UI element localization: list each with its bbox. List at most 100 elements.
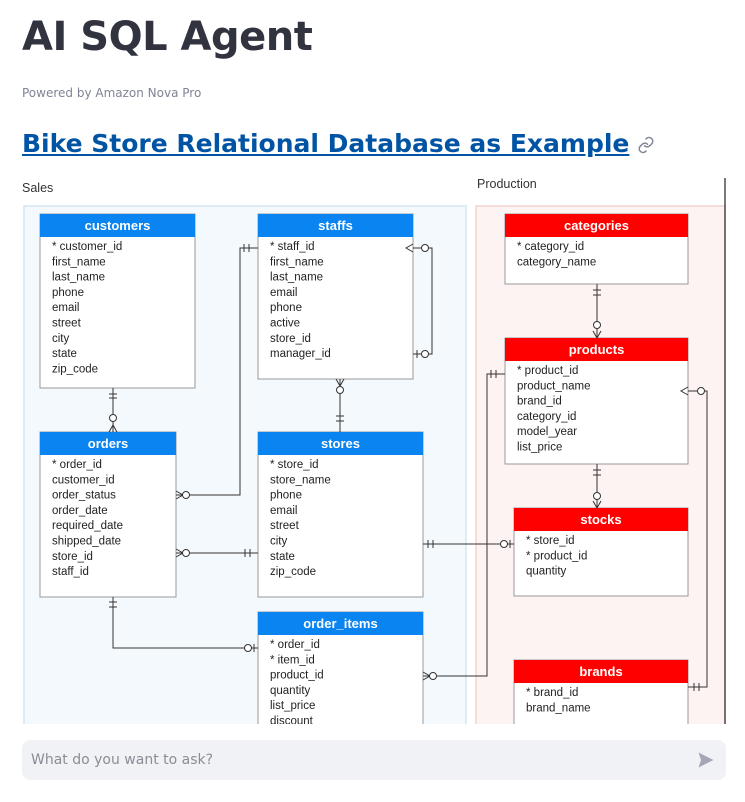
marker-circle [593,321,601,329]
column-staffs-5: active [270,318,300,330]
column-stores-7: zip_code [270,566,316,578]
table-orders [39,431,177,598]
group-production [475,205,726,724]
column-orders-1: customer_id [52,474,115,486]
column-customers-6: city [52,333,70,345]
table-header-stocks [514,508,688,531]
column-customers-2: last_name [52,272,105,284]
table-title-products: products [569,342,625,357]
column-stores-0: * store_id [270,459,319,471]
column-staffs-6: store_id [270,333,311,345]
marker-crow [679,386,689,396]
column-stores-4: street [270,520,300,532]
column-products-3: category_id [517,411,576,423]
column-products-4: model_year [517,426,577,438]
table-stores [257,431,424,598]
column-orders-4: required_date [52,520,123,532]
column-staffs-1: first_name [270,256,324,268]
table-title-brands: brands [579,664,622,679]
group-label-sales: Sales [22,181,53,195]
marker-circle [697,387,705,395]
table-header-stores [258,432,423,455]
rel-orders-order-items [112,597,258,649]
column-customers-3: phone [52,287,84,299]
column-stores-5: city [270,536,288,548]
column-staffs-4: phone [270,302,302,314]
table-title-customers: customers [85,218,151,233]
marker-circle [429,672,437,680]
table-header-customers [40,214,195,237]
column-orders-2: order_status [52,490,116,502]
column-staffs-3: email [270,287,297,299]
table-title-stores: stores [321,436,360,451]
marker-circle [109,414,117,422]
marker-circle [244,644,252,652]
column-orders-5: shipped_date [52,536,121,548]
table-title-order_items: order_items [303,616,377,631]
send-icon [698,752,714,768]
column-categories-0: * category_id [517,241,584,253]
column-staffs-7: manager_id [270,348,331,360]
column-orders-7: staff_id [52,566,89,578]
column-products-2: brand_id [517,396,562,408]
column-stocks-0: * store_id [526,535,575,547]
marker-circle [593,492,601,500]
column-brands-1: brand_name [526,702,591,714]
table-title-categories: categories [564,218,629,233]
section-heading: Bike Store Relational Database as Exampl… [22,129,655,160]
send-button[interactable] [694,748,718,772]
chat-input[interactable] [22,740,682,780]
app-title: AI SQL Agent [22,14,313,60]
column-products-1: product_name [517,380,591,392]
marker-crow [108,423,118,433]
table-header-categories [505,214,688,237]
column-order_items-4: list_price [270,700,315,712]
column-categories-1: category_name [517,256,596,268]
table-header-brands [514,660,688,683]
marker-crow [592,500,602,510]
column-products-0: * product_id [517,365,578,377]
table-header-order_items [258,612,423,635]
table-header-products [505,338,688,361]
column-customers-1: first_name [52,256,106,268]
marker-circle [421,244,429,252]
column-orders-6: store_id [52,551,93,563]
column-order_items-3: quantity [270,685,311,697]
table-title-orders: orders [88,436,128,451]
group-label-production: Production [477,177,537,191]
marker-circle [182,491,190,499]
marker-circle [421,350,429,358]
table-header-orders [40,432,176,455]
column-orders-3: order_date [52,505,108,517]
column-staffs-0: * staff_id [270,241,315,253]
column-stocks-2: quantity [526,566,567,578]
marker-circle [336,386,344,394]
column-customers-0: * customer_id [52,241,122,253]
chat-input-bar [22,740,726,780]
column-products-5: list_price [517,442,562,454]
table-title-staffs: staffs [318,218,353,233]
table-header-staffs [258,214,413,237]
column-brands-0: * brand_id [526,687,578,699]
column-customers-8: zip_code [52,363,98,375]
section-heading-link[interactable]: Bike Store Relational Database as Exampl… [22,129,630,158]
column-staffs-2: last_name [270,272,323,284]
link-icon[interactable] [637,131,655,160]
column-order_items-1: * item_id [270,654,315,666]
marker-crow [592,330,602,340]
column-customers-4: email [52,302,79,314]
column-stores-1: store_name [270,474,331,486]
marker-crow [404,243,414,253]
column-stores-2: phone [270,490,302,502]
table-staffs [257,213,414,380]
column-order_items-0: * order_id [270,639,320,651]
table-customers [39,213,196,389]
app-caption: Powered by Amazon Nova Pro [22,86,202,100]
column-order_items-2: product_id [270,670,324,682]
column-orders-0: * order_id [52,459,102,471]
column-customers-7: state [52,348,77,360]
table-title-stocks: stocks [580,512,621,527]
column-customers-5: street [52,318,82,330]
column-stores-3: email [270,505,297,517]
